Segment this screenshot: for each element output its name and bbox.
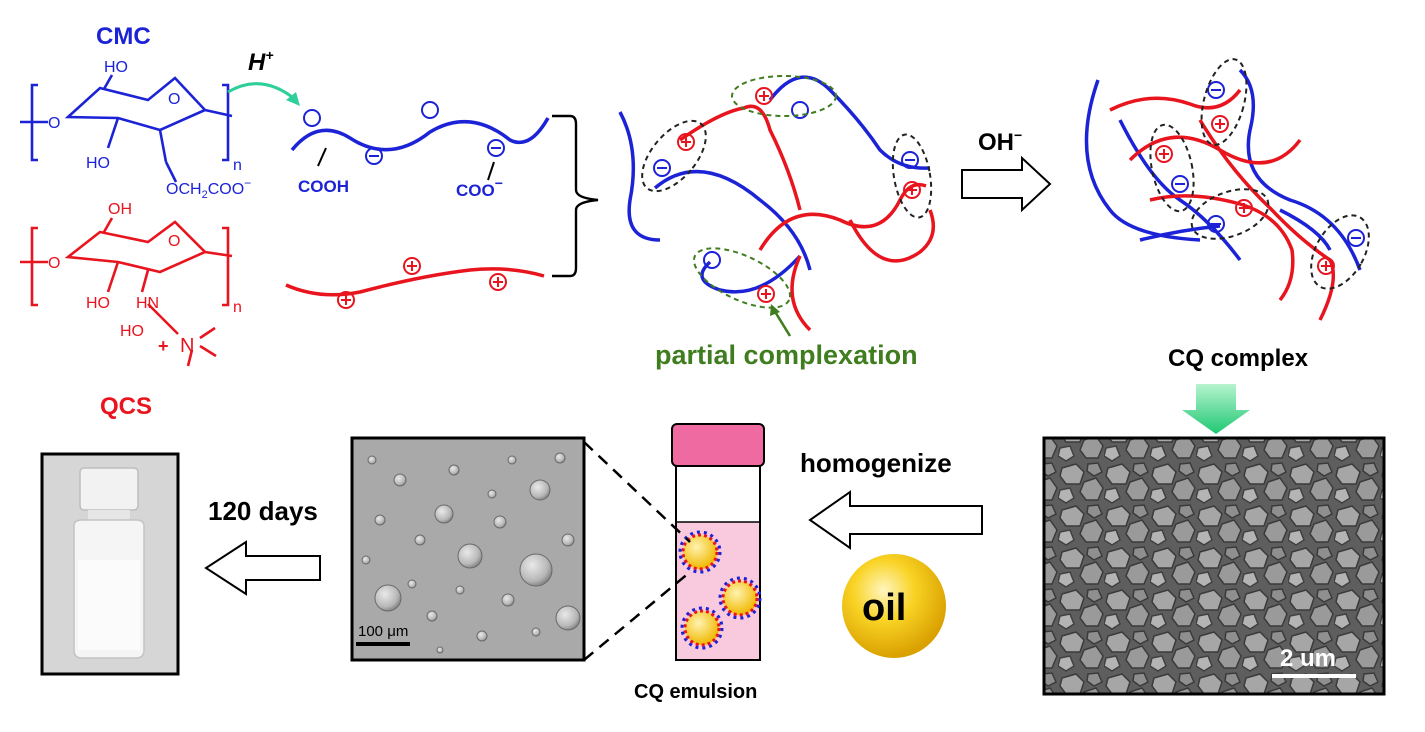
cmc-structure: [20, 74, 233, 183]
zoom-line-bottom: [583, 571, 691, 661]
partial-pointer-arrow: [772, 309, 792, 337]
cmc-o-link: O: [48, 115, 60, 132]
sem-scale-label: 2 um: [1280, 645, 1336, 672]
zoom-line-top: [583, 441, 691, 543]
oh-arrow: [961, 155, 1052, 213]
oil-droplet: [842, 554, 946, 658]
oil-label: oil: [862, 587, 906, 629]
cq-emulsion-label: CQ emulsion: [634, 681, 757, 703]
cmc-chain: [290, 117, 550, 152]
partial-network-ellipses: [641, 75, 933, 309]
qcs-o-link: O: [48, 255, 60, 272]
qcs-chain: [285, 267, 545, 297]
bottle-photo: [40, 452, 180, 676]
homogenize-label: homogenize: [800, 448, 952, 478]
qcs-structure: [20, 217, 233, 367]
cmc-ho-left: HO: [86, 155, 110, 172]
cmc-chain-charges: [303, 101, 505, 165]
partial-complexation-label: partial complexation: [655, 340, 918, 370]
cq-complex-charges: [1155, 81, 1365, 275]
qcs-o-ring: O: [168, 233, 180, 250]
micro-scale-bar: [356, 642, 410, 646]
oh-label: OH−: [978, 127, 1022, 156]
days-label: 120 days: [208, 496, 318, 526]
cq-complex-network: [1084, 68, 1362, 321]
qcs-n: n: [233, 299, 242, 316]
homogenize-arrow: [808, 490, 983, 550]
cooh-pointer: [317, 147, 327, 167]
micro-scale-label: 100 μm: [358, 623, 408, 640]
qcs-title: QCS: [100, 393, 152, 420]
cmc-n: n: [233, 157, 242, 174]
days-arrow: [204, 540, 321, 596]
sem-scale-bar: [1272, 674, 1356, 678]
coo-label: COO−: [456, 175, 503, 200]
qcs-hn: HN: [136, 295, 159, 312]
qcs-ho-left: HO: [86, 295, 110, 312]
cooh-label: COOH: [298, 177, 349, 196]
down-arrow: [1182, 384, 1250, 434]
cmc-och2-label: OCH2COO−: [166, 176, 251, 201]
qcs-ho-chain: HO: [120, 323, 144, 340]
qcs-chain-charges: [337, 257, 507, 309]
partial-pointer-arrowhead: [770, 304, 780, 316]
acidify-arrow: [227, 82, 297, 102]
combine-bracket: [552, 114, 599, 278]
sem-image: 2 um: [1042, 436, 1386, 696]
qcs-oh-top: OH: [108, 201, 132, 218]
emulsion-droplets: [678, 530, 762, 650]
cmc-o-ring: O: [168, 91, 180, 108]
h-plus-label: H+: [248, 47, 274, 76]
qcs-n-plus: N: [180, 335, 194, 357]
micrograph: 100 μm: [350, 436, 586, 662]
cmc-title: CMC: [96, 23, 151, 50]
acidify-arrowhead: [286, 92, 300, 106]
coo-pointer: [487, 161, 495, 181]
qcs-plus: +: [158, 336, 169, 356]
cq-complex-label: CQ complex: [1168, 345, 1309, 372]
partial-network-charges: [653, 87, 921, 303]
cmc-ho-top: HO: [104, 59, 128, 76]
micrograph-bubbles: [361, 452, 581, 654]
